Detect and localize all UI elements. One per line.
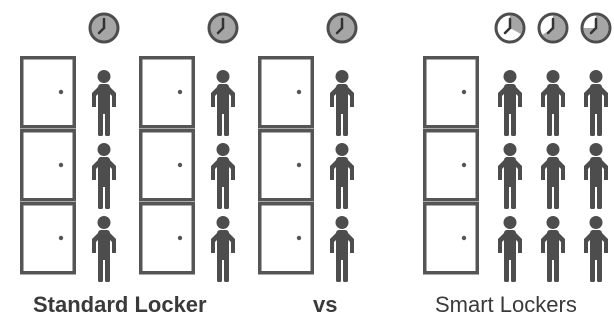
clock-icon [537,12,569,44]
standard-locker-icon [20,56,76,129]
person-icon [541,216,565,282]
person-icon [498,216,522,282]
person-icon [584,70,608,136]
person-icon [584,143,608,209]
clock-icon [207,12,239,44]
standard-locker-icon [258,129,314,202]
person-icon [330,143,354,209]
standard-locker-icon [258,202,314,275]
smart-locker-icon [423,202,479,275]
person-icon [92,216,116,282]
clock-icon [580,12,612,44]
standard-locker-icon [139,202,195,275]
person-icon [330,216,354,282]
standard-locker-icon [258,56,314,129]
person-icon [498,143,522,209]
person-icon [211,216,235,282]
standard-locker-label: Standard Locker [33,292,207,317]
standard-locker-icon [20,129,76,202]
person-icon [92,143,116,209]
person-icon [498,70,522,136]
standard-locker-icon [139,129,195,202]
person-icon [584,216,608,282]
person-icon [92,70,116,136]
standard-locker-icon [139,56,195,129]
standard-locker-icon [20,202,76,275]
clock-icon [326,12,358,44]
person-icon [330,70,354,136]
clock-icon [494,12,526,44]
person-icon [211,70,235,136]
person-icon [541,70,565,136]
clock-icon [88,12,120,44]
smart-lockers-label: Smart Lockers [435,292,577,317]
person-icon [211,143,235,209]
smart-locker-icon [423,129,479,202]
smart-locker-icon [423,56,479,129]
versus-label: vs [313,292,338,317]
person-icon [541,143,565,209]
